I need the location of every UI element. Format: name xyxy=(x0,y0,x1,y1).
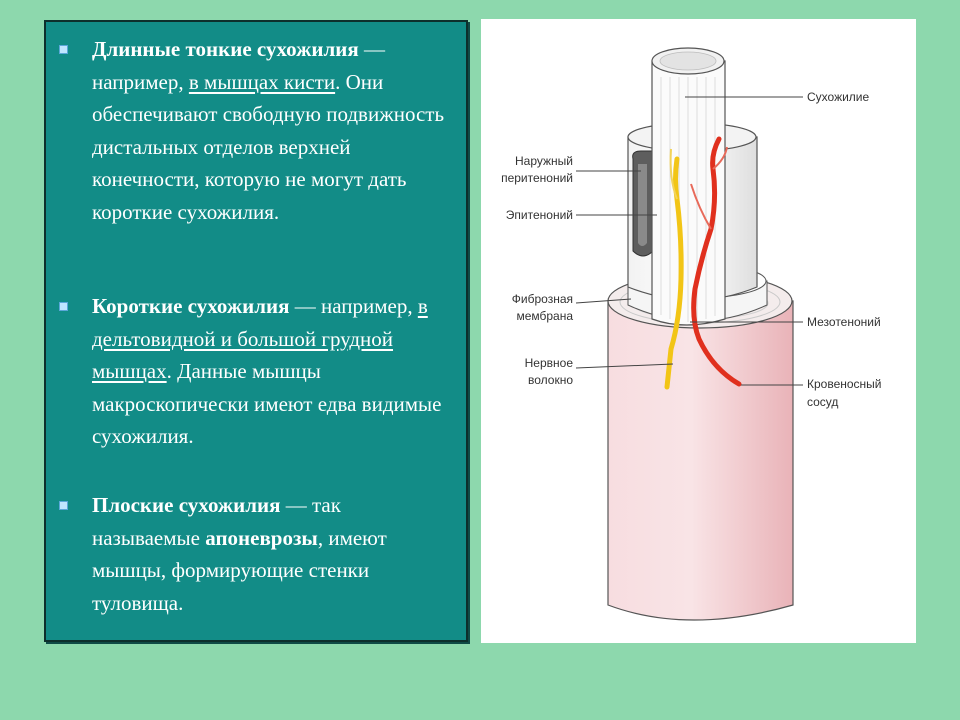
long-tendons-title: Длинные тонкие сухожилия xyxy=(92,37,359,61)
short-tendons-example-link[interactable]: в дельтовидной и большой грудной мышцах xyxy=(92,294,428,383)
tendon-core xyxy=(651,47,726,326)
long-tendons-text: . Они обеспечивают свободную подвижность… xyxy=(92,69,445,224)
label-vessel-2: сосуд xyxy=(807,395,838,409)
blood-vessel xyxy=(690,136,742,387)
label-mesotenon: Мезотеноний xyxy=(807,315,881,329)
label-nerve-2: волокно xyxy=(528,373,573,387)
flat-tendons-text: , имеют мышцы, формирующие стенки тулови… xyxy=(92,525,387,615)
label-fibrous-2: мембрана xyxy=(516,309,573,323)
label-outer-peritenon-1: Наружный xyxy=(515,154,573,168)
short-tendons-text: . Данные мышцы макроскопически имеют едв… xyxy=(92,359,442,448)
long-tendons-example-link[interactable]: в мышцах кисти xyxy=(188,69,336,94)
flat-tendons-dash: — так называемые xyxy=(92,493,341,550)
muscle-cylinder xyxy=(607,273,794,621)
tendon-diagram-svg: Сухожилие Наружный перитеноний Эпитенони… xyxy=(501,47,882,621)
label-fibrous-1: Фиброзная xyxy=(512,292,573,306)
bullet-long-tendons: Длинные тонкие сухожилия — например, в м… xyxy=(46,33,466,228)
bullet-flat-tendons: Плоские сухожилия — так называемые апоне… xyxy=(46,489,466,619)
aponeurosis-term: апоневрозы xyxy=(205,525,318,550)
leader-lines xyxy=(575,96,803,386)
nerve-fiber xyxy=(664,148,684,390)
label-epitenon: Эпитеноний xyxy=(506,208,573,222)
tendon-diagram: Сухожилие Наружный перитеноний Эпитенони… xyxy=(481,19,916,643)
short-tendons-dash: — например, xyxy=(289,294,418,318)
bullet-marker xyxy=(59,501,68,510)
label-outer-peritenon-2: перитеноний xyxy=(501,171,573,185)
text-panel: Длинные тонкие сухожилия — например, в м… xyxy=(44,20,468,642)
bullet-marker xyxy=(59,45,68,54)
long-tendons-dash: — например, xyxy=(92,37,385,94)
label-tendon: Сухожилие xyxy=(807,90,870,104)
bullet-marker xyxy=(59,302,68,311)
short-tendons-title: Короткие сухожилия xyxy=(92,294,290,318)
bullet-short-tendons: Короткие сухожилия — например, в дельтов… xyxy=(46,290,466,453)
label-nerve-1: Нервное xyxy=(525,356,574,370)
flat-tendons-title: Плоские сухожилия xyxy=(92,493,281,517)
label-vessel-1: Кровеносный xyxy=(807,377,882,391)
